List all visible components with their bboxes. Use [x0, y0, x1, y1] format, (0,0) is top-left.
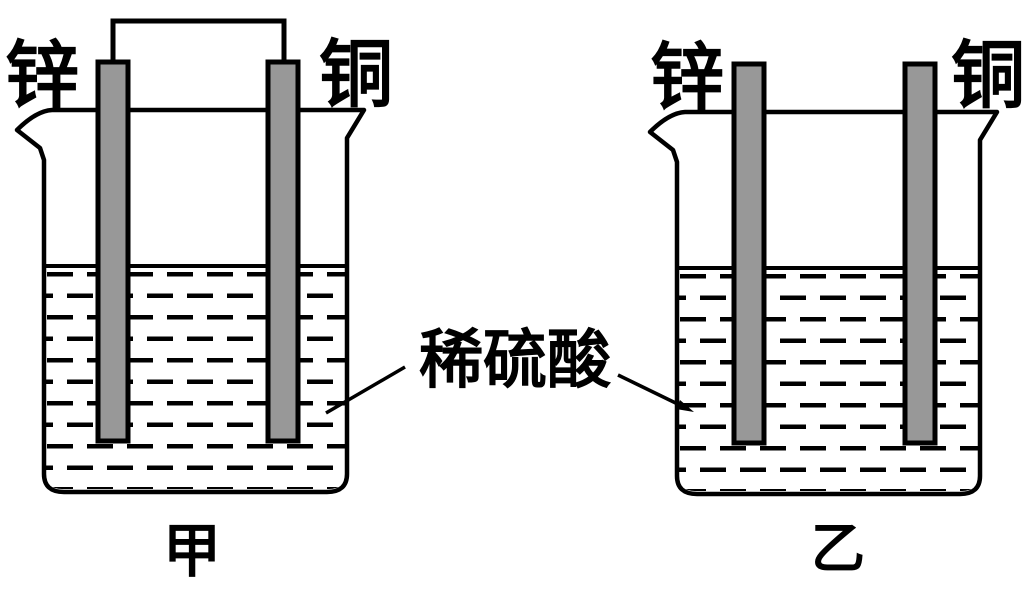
solution-pointer-line-right	[617, 373, 689, 411]
zinc-label-yi: 锌	[650, 38, 724, 120]
zinc-electrode-jia	[98, 62, 128, 441]
solution-pointer-line-left	[325, 365, 406, 415]
caption-yi: 乙	[811, 519, 865, 579]
copper-label-jia: 铜	[319, 35, 393, 117]
zinc-electrode-yi	[734, 64, 764, 443]
connecting-wire	[110, 18, 287, 60]
copper-label-yi: 铜	[951, 36, 1025, 118]
zinc-label-jia: 锌	[5, 36, 79, 118]
solution-label: 稀硫酸	[419, 325, 612, 396]
solution-pointer-arrowhead	[676, 400, 694, 412]
beaker-jia	[17, 110, 364, 492]
copper-electrode-yi	[905, 64, 935, 443]
caption-jia: 甲	[163, 519, 221, 584]
copper-electrode-jia	[268, 62, 298, 441]
beaker-yi	[650, 112, 997, 494]
